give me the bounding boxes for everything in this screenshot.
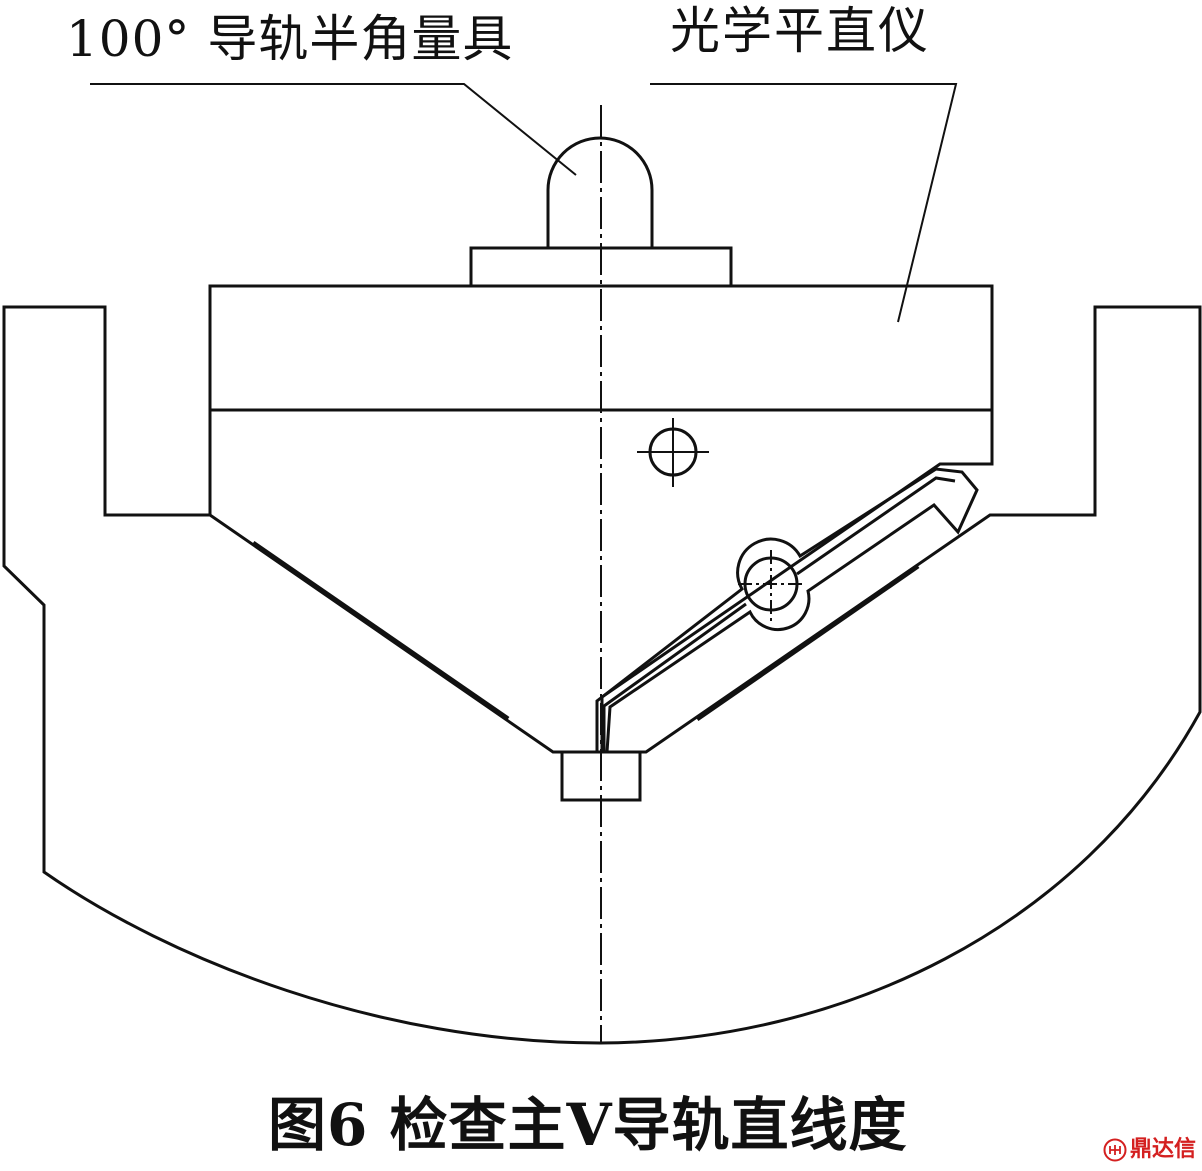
watermark-text: 鼎达信 xyxy=(1129,1137,1196,1162)
clamp-pivot-centerline xyxy=(738,550,806,622)
figure-caption: 图6 检查主V导轨直线度 xyxy=(268,1091,908,1159)
autocollimator-label: 光学平直仪 xyxy=(670,2,930,60)
autocollimator-leader-line xyxy=(650,83,958,323)
gauge-leader-line xyxy=(90,83,577,176)
right-v-face-contact-line xyxy=(695,563,920,722)
clamp-bar xyxy=(595,467,979,753)
watermark: 鼎达信 xyxy=(1103,1135,1196,1165)
left-v-face-contact-line xyxy=(251,540,510,722)
clamp-bar-inner-edge xyxy=(602,476,956,752)
watermark-logo-icon xyxy=(1103,1138,1127,1162)
machine-bed-outline xyxy=(2,305,1202,1045)
gauge-label: 100° 导轨半角量具 xyxy=(66,10,514,68)
half-angle-gauge-dome xyxy=(546,136,654,248)
